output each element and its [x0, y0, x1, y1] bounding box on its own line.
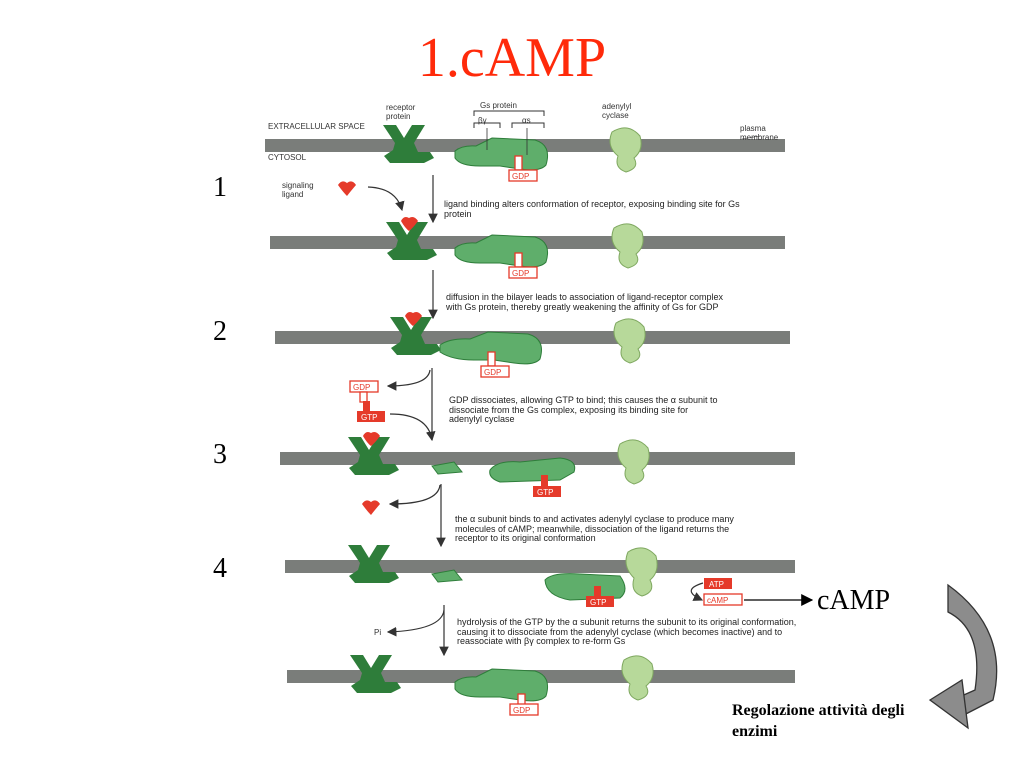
- tag-gtp-5: GTP: [590, 598, 607, 607]
- tag-gdp-free: GDP: [353, 383, 371, 392]
- regulation-label: Regolazione attività degli enzimi: [732, 702, 905, 740]
- signaling-ligand: [338, 181, 356, 196]
- membrane-row-2: [270, 217, 785, 279]
- step-number-3: 3: [213, 439, 227, 470]
- step-number-1: 1: [213, 172, 227, 203]
- step-number-4: 4: [213, 553, 227, 584]
- tag-gdp-3: GDP: [484, 368, 502, 377]
- membrane-row-5: [285, 545, 795, 607]
- label-adenylyl-cyclase: adenylyl cyclase: [602, 102, 632, 120]
- membrane-row-4: [280, 432, 795, 497]
- label-signaling-ligand: signaling ligand: [282, 181, 314, 199]
- tag-atp: ATP: [709, 580, 724, 589]
- caption-step-2: diffusion in the bilayer leads to associ…: [446, 292, 723, 312]
- page-title: 1.cAMP: [417, 27, 607, 89]
- tag-camp-small: cAMP: [707, 596, 729, 605]
- membrane-row-6: [287, 655, 795, 716]
- tag-gdp-6: GDP: [513, 706, 531, 715]
- label-extracellular: EXTRACELLULAR SPACE: [268, 122, 365, 131]
- caption-step-5: hydrolysis of the GTP by the α subunit r…: [457, 617, 797, 646]
- label-cytosol: CYTOSOL: [268, 153, 307, 162]
- label-pi: Pi: [374, 628, 382, 637]
- membrane-row-3: [275, 312, 790, 378]
- camp-product-label: cAMP: [817, 585, 891, 616]
- label-receptor: receptor protein: [386, 103, 416, 121]
- tag-gdp-2: GDP: [512, 269, 530, 278]
- label-plasma-membrane: plasma membrane: [740, 124, 779, 142]
- tag-gtp-free: GTP: [361, 413, 378, 422]
- caption-step-4: the α subunit binds to and activates ade…: [455, 514, 734, 543]
- label-gs-protein: Gs protein: [480, 101, 517, 110]
- caption-step-3: GDP dissociates, allowing GTP to bind; t…: [449, 395, 718, 424]
- label-beta-gamma: βγ: [478, 116, 487, 125]
- membrane-row-1: [265, 110, 785, 182]
- tag-gtp-4: GTP: [537, 488, 554, 497]
- step-number-2: 2: [213, 316, 227, 347]
- tag-gdp-1: GDP: [512, 172, 530, 181]
- label-alpha-s: αs: [522, 116, 531, 125]
- receptor-protein: [383, 125, 434, 163]
- caption-step-1: ligand binding alters conformation of re…: [444, 199, 740, 219]
